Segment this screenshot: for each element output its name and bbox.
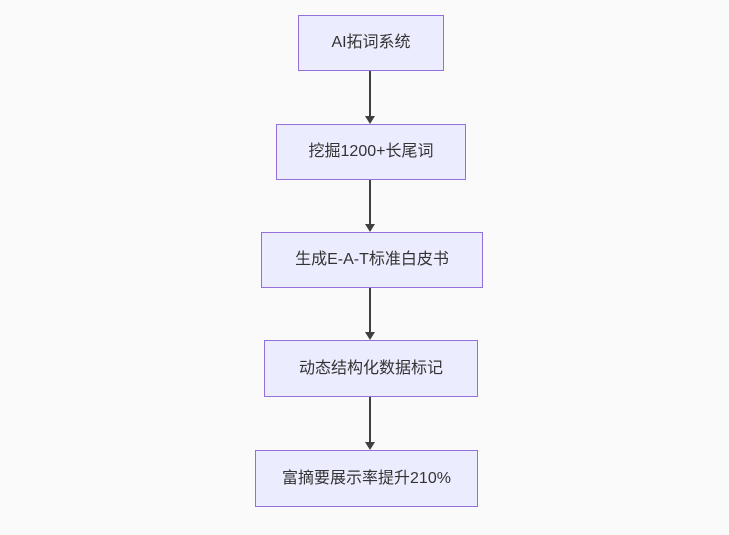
arrow-head-icon [364, 224, 375, 232]
flowchart-node-rich-snippet-result: 富摘要展示率提升210% [255, 450, 478, 507]
flow-arrow-2 [363, 180, 376, 232]
arrow-head-icon [364, 442, 375, 450]
arrow-line [368, 180, 371, 225]
node-label: 富摘要展示率提升210% [282, 469, 451, 487]
arrow-head-icon [364, 116, 375, 124]
flowchart-node-structured-data-markup: 动态结构化数据标记 [264, 340, 478, 397]
flow-arrow-3 [363, 288, 376, 340]
node-label: 生成E-A-T标准白皮书 [295, 251, 449, 269]
arrow-line [368, 288, 371, 333]
arrow-line [368, 71, 371, 117]
node-label: 动态结构化数据标记 [298, 359, 443, 377]
flowchart-node-longtail-keyword-mining: 挖掘1200+长尾词 [276, 124, 466, 180]
arrow-line [368, 397, 371, 443]
flow-arrow-1 [363, 71, 376, 124]
arrow-head-icon [364, 332, 375, 340]
node-label: 挖掘1200+长尾词 [308, 143, 434, 161]
flowchart-node-ai-expansion-system: AI拓词系统 [298, 15, 444, 71]
node-label: AI拓词系统 [331, 34, 411, 52]
flow-arrow-4 [363, 397, 376, 450]
flowchart-node-eat-whitepaper: 生成E-A-T标准白皮书 [261, 232, 483, 288]
